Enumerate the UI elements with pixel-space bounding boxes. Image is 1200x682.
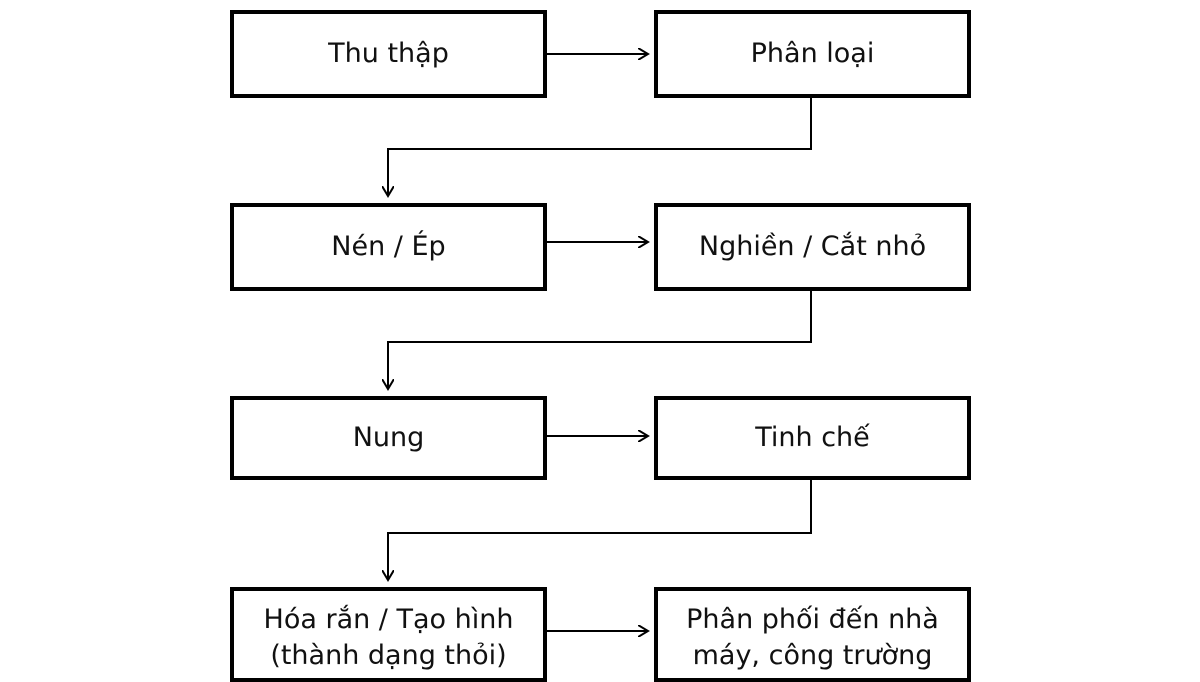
step-calcine-label: Nung	[352, 422, 425, 453]
step-refine-box: Tinh chế	[654, 396, 971, 480]
step-press-box: Nén / Ép	[230, 203, 547, 291]
step-collect-box: Thu thập	[230, 10, 547, 98]
step-sort-label: Phân loại	[750, 38, 875, 69]
step-calcine-box: Nung	[230, 396, 547, 480]
step-solidify-label: Hóa rắn / Tạo hình (thành dạng thỏi)	[263, 603, 514, 671]
step-sort-box: Phân loại	[654, 10, 971, 98]
step-solidify-box: Hóa rắn / Tạo hình (thành dạng thỏi)	[230, 587, 547, 682]
step-distribute-label: Phân phối đến nhà máy, công trường	[686, 603, 939, 671]
arrow-sort-to-press	[388, 98, 812, 196]
step-refine-label: Tinh chế	[755, 422, 870, 453]
step-crush-label: Nghiền / Cắt nhỏ	[698, 231, 927, 262]
arrow-crush-to-calcine	[388, 291, 812, 389]
step-collect-label: Thu thập	[328, 38, 449, 69]
step-distribute-box: Phân phối đến nhà máy, công trường	[654, 587, 971, 682]
step-press-label: Nén / Ép	[331, 231, 446, 262]
step-crush-box: Nghiền / Cắt nhỏ	[654, 203, 971, 291]
arrow-refine-to-solidify	[388, 480, 812, 580]
